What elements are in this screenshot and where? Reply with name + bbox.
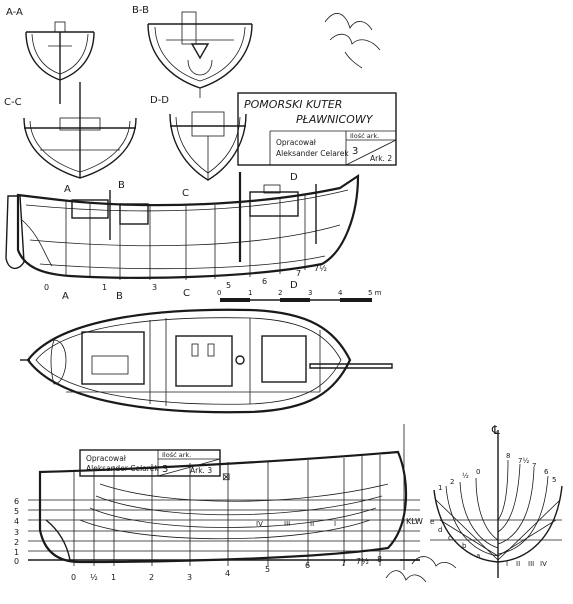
section-b-b-label: B-B [132, 5, 149, 16]
section-c-c-label: C-C [4, 97, 22, 108]
station-8: 8 [377, 555, 382, 564]
profile-marker-bottom-a: A [62, 291, 69, 302]
deck-plan [20, 308, 393, 414]
body-station-6: 6 [544, 468, 549, 476]
body-plan: ℄ 1 2 ½ 0 8 7½ 7 6 5 a b c d e I II III … [430, 423, 563, 578]
scale-tick-3: 3 [308, 289, 312, 297]
lines-stations [73, 455, 381, 566]
profile-view: A B C D A B C D 0 1 3 5 6 7 7½ [5, 172, 360, 302]
profile-frame-1: 1 [102, 283, 107, 292]
rudder [5, 195, 53, 269]
buttock-i: I [334, 520, 336, 528]
sheet-number-1: Ark. 2 [370, 154, 392, 163]
profile-frame-0: 0 [44, 283, 49, 292]
profile-marker-top-d: D [290, 172, 298, 183]
station-1: 1 [111, 573, 116, 582]
waterline-4: 4 [14, 517, 19, 526]
scale-tick-2: 2 [278, 289, 282, 297]
profile-frame-3: 3 [152, 283, 157, 292]
profile-marker-top-c: C [182, 188, 189, 199]
profile-marker-bottom-b: B [116, 291, 123, 302]
profile-marker-bottom-c: C [183, 288, 190, 299]
waterline-1: 1 [14, 548, 19, 557]
scale-tick-4: 4 [338, 289, 343, 297]
profile-frames [65, 194, 306, 280]
klw-label: KLW [406, 517, 423, 526]
body-station-7-half: 7½ [518, 457, 529, 465]
profile-frame-6: 6 [262, 277, 267, 286]
station-0: 0 [71, 573, 76, 582]
section-b-b: B-B [132, 5, 253, 98]
diagonal-d: d [438, 526, 442, 534]
title-line-1: POMORSKI KUTER [244, 98, 342, 111]
body-station-5: 5 [552, 476, 556, 484]
sheets-count-1: 3 [352, 146, 358, 157]
profile-frame-7: 7 [296, 269, 301, 278]
diagonal-c: c [448, 534, 452, 542]
title-block-1: POMORSKI KUTER PŁAWNICOWY Opracował Alek… [237, 92, 397, 166]
section-c-c: C-C [4, 82, 137, 179]
sheets-label-2: Ilość ark. [162, 451, 191, 459]
scale-bar: 0 1 2 3 4 5 m [217, 289, 382, 302]
midship-mark: ⊠ [222, 472, 230, 483]
author-label-1: Opracował [276, 138, 317, 147]
body-station-2: 2 [450, 478, 454, 486]
diagonal-a: a [476, 552, 480, 560]
station-4: 4 [225, 569, 230, 578]
body-station-half: ½ [462, 472, 469, 480]
buttock-iii: III [284, 520, 290, 528]
sheets-count-2: 3 [162, 464, 168, 475]
waterline-2: 2 [14, 538, 19, 547]
title-block-2: Opracował Aleksander Celarek Ilość ark. … [79, 449, 221, 477]
scale-tick-1: 1 [248, 289, 252, 297]
body-buttock-iv: IV [540, 560, 547, 568]
station-5: 5 [265, 565, 270, 574]
profile-frame-7-half: 7½ [314, 264, 327, 273]
author-name-1: Aleksander Celarek [276, 149, 349, 158]
station-half: ½ [90, 573, 98, 582]
scale-tick-5m: 5 m [368, 289, 382, 297]
seagull-sketch-2 [385, 556, 457, 583]
seagull-sketch [324, 13, 381, 69]
body-station-1: 1 [438, 484, 442, 492]
station-6: 6 [305, 561, 310, 570]
section-d-d: D-D [150, 95, 247, 181]
profile-frame-5: 5 [226, 281, 231, 290]
section-a-a-label: A-A [6, 7, 23, 18]
profile-marker-top-b: B [118, 180, 125, 191]
profile-deckhouses [71, 172, 317, 262]
centerline-symbol: ℄ [491, 423, 500, 437]
profile-marker-bottom-d: D [290, 280, 298, 291]
station-7: 7 [341, 559, 346, 568]
diagonal-b: b [462, 542, 467, 550]
body-station-8: 8 [506, 452, 510, 460]
body-buttock-i: I [506, 560, 508, 568]
body-station-7: 7 [532, 462, 536, 470]
station-3: 3 [187, 573, 192, 582]
waterline-5: 5 [14, 507, 19, 516]
body-buttock-iii: III [528, 560, 534, 568]
waterline-0: 0 [14, 557, 19, 566]
title-line-2: PŁAWNICOWY [296, 113, 374, 126]
section-d-d-label: D-D [150, 95, 169, 106]
scale-tick-0: 0 [217, 289, 221, 297]
section-a-a: A-A [6, 7, 95, 104]
station-2: 2 [149, 573, 154, 582]
waterline-3: 3 [14, 528, 19, 537]
diagonal-e: e [430, 518, 434, 526]
body-station-0: 0 [476, 468, 480, 476]
author-name-2: Aleksander Celarek [86, 464, 159, 473]
sheets-label-1: Ilość ark. [350, 132, 379, 140]
body-buttock-ii: II [516, 560, 520, 568]
buttock-ii: II [310, 520, 314, 528]
lines-plan: 6 5 4 3 2 1 0 0 ½ 1 2 3 4 5 6 7 7½ 8 IV … [14, 424, 423, 582]
author-label-2: Opracował [86, 454, 127, 463]
sheet-number-2: Ark. 3 [190, 466, 212, 475]
profile-marker-top-a: A [64, 184, 71, 195]
station-7-half: 7½ [356, 557, 369, 566]
buttock-iv: IV [256, 520, 263, 528]
waterline-6: 6 [14, 497, 19, 506]
